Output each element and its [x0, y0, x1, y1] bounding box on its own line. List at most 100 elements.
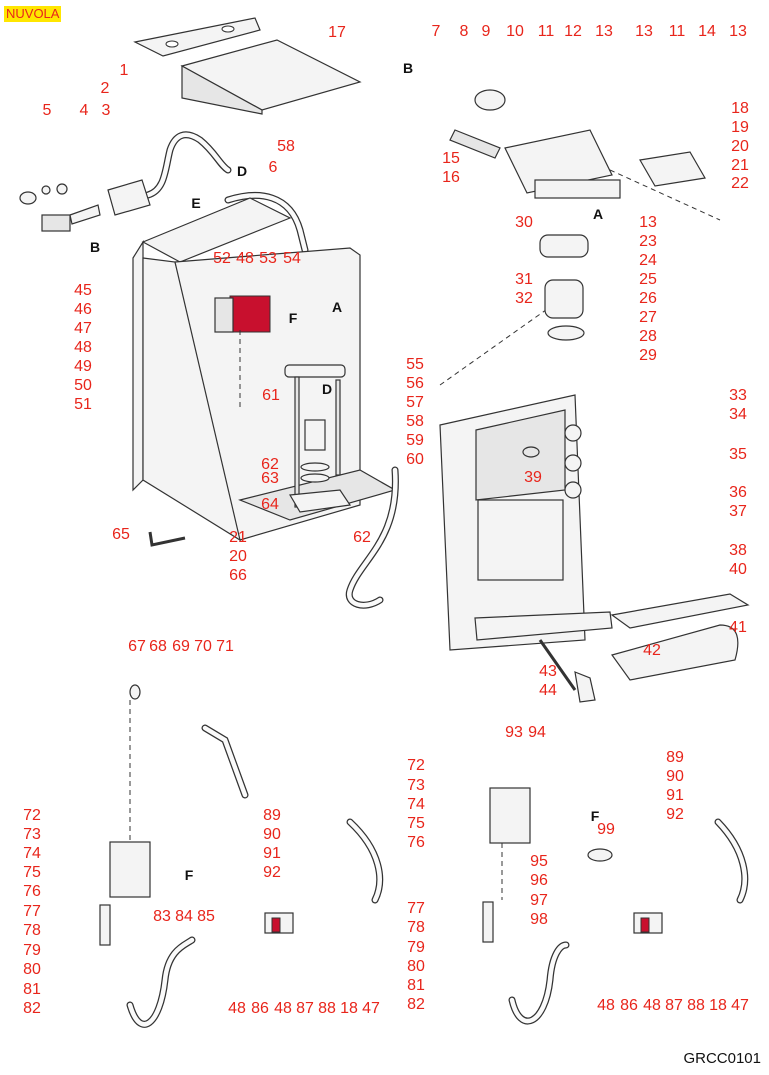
boiler-column-assembly [284, 364, 399, 609]
part-callout-56: 56 [406, 375, 424, 392]
part-callout-37: 37 [729, 503, 747, 520]
part-callout-88: 88 [318, 1000, 336, 1017]
part-callout-48: 48 [274, 1000, 292, 1017]
part-callout-76: 76 [23, 883, 41, 900]
flow-arrow-label-d: D [236, 163, 248, 179]
part-callout-43: 43 [539, 663, 557, 680]
part-callout-86: 86 [251, 1000, 269, 1017]
steam-wand-assembly-left [99, 684, 384, 1028]
part-callout-6: 6 [268, 159, 278, 176]
flow-arrow-label-b: B [402, 60, 414, 76]
flow-arrow-label-a: A [592, 206, 604, 222]
part-callout-64: 64 [261, 496, 279, 513]
part-callout-18: 18 [709, 997, 727, 1014]
part-callout-72: 72 [407, 757, 425, 774]
part-callout-25: 25 [639, 271, 657, 288]
part-callout-66: 66 [229, 567, 247, 584]
part-callout-60: 60 [406, 451, 424, 468]
front-panel [439, 394, 750, 703]
part-callout-53: 53 [259, 250, 277, 267]
part-callout-89: 89 [666, 749, 684, 766]
part-callout-77: 77 [407, 900, 425, 917]
part-callout-30: 30 [515, 214, 533, 231]
part-callout-45: 45 [74, 282, 92, 299]
part-callout-98: 98 [530, 911, 548, 928]
part-callout-52: 52 [213, 250, 231, 267]
steam-valve-block [19, 179, 151, 232]
part-callout-72: 72 [23, 807, 41, 824]
part-callout-5: 5 [42, 102, 52, 119]
part-callout-96: 96 [530, 872, 548, 889]
part-callout-38: 38 [729, 542, 747, 559]
flow-arrow-label-e: E [191, 195, 201, 211]
part-callout-90: 90 [263, 826, 281, 843]
part-callout-79: 79 [407, 939, 425, 956]
part-callout-92: 92 [263, 864, 281, 881]
part-callout-79: 79 [23, 942, 41, 959]
part-callout-41: 41 [729, 619, 747, 636]
part-callout-13: 13 [595, 23, 613, 40]
part-callout-9: 9 [481, 23, 491, 40]
part-callout-57: 57 [406, 394, 424, 411]
part-callout-46: 46 [74, 301, 92, 318]
part-callout-87: 87 [296, 1000, 314, 1017]
part-callout-94: 94 [528, 724, 546, 741]
part-callout-78: 78 [23, 922, 41, 939]
part-callout-91: 91 [263, 845, 281, 862]
part-callout-40: 40 [729, 561, 747, 578]
part-callout-73: 73 [407, 777, 425, 794]
part-callout-8: 8 [459, 23, 469, 40]
part-callout-58: 58 [406, 413, 424, 430]
part-callout-89: 89 [263, 807, 281, 824]
part-callout-91: 91 [666, 787, 684, 804]
part-callout-34: 34 [729, 406, 747, 423]
part-callout-54: 54 [283, 250, 301, 267]
part-callout-47: 47 [362, 1000, 380, 1017]
part-callout-62: 62 [353, 529, 371, 546]
part-callout-36: 36 [729, 484, 747, 501]
part-callout-49: 49 [74, 358, 92, 375]
part-callout-82: 82 [407, 996, 425, 1013]
part-callout-19: 19 [731, 119, 749, 136]
part-callout-32: 32 [515, 290, 533, 307]
part-callout-13: 13 [639, 214, 657, 231]
part-callout-97: 97 [530, 892, 548, 909]
part-callout-80: 80 [407, 958, 425, 975]
part-callout-11: 11 [537, 23, 555, 40]
part-callout-86: 86 [620, 997, 638, 1014]
part-callout-17: 17 [328, 24, 346, 41]
part-callout-15: 15 [442, 150, 460, 167]
top-cover-part [180, 39, 362, 115]
steam-wand-assembly-right [482, 787, 749, 1025]
part-callout-58: 58 [277, 138, 295, 155]
part-callout-10: 10 [506, 23, 524, 40]
flow-arrow-label-f: F [590, 808, 600, 824]
part-callout-27: 27 [639, 309, 657, 326]
model-name-tag: NUVOLA [4, 6, 62, 22]
part-callout-18: 18 [731, 100, 749, 117]
flow-arrow-label-d: D [321, 381, 333, 397]
part-callout-90: 90 [666, 768, 684, 785]
part-callout-13: 13 [635, 23, 653, 40]
part-callout-21: 21 [229, 529, 247, 546]
part-callout-81: 81 [407, 977, 425, 994]
part-callout-81: 81 [23, 981, 41, 998]
part-callout-42: 42 [643, 642, 661, 659]
part-callout-20: 20 [731, 138, 749, 155]
part-callout-77: 77 [23, 903, 41, 920]
part-callout-47: 47 [731, 997, 749, 1014]
part-callout-67: 67 [128, 638, 146, 655]
part-callout-68: 68 [149, 638, 167, 655]
part-callout-31: 31 [515, 271, 533, 288]
part-callout-70: 70 [194, 638, 212, 655]
part-callout-73: 73 [23, 826, 41, 843]
part-callout-14: 14 [698, 23, 716, 40]
part-callout-21: 21 [731, 157, 749, 174]
part-callout-75: 75 [407, 815, 425, 832]
part-callout-82: 82 [23, 1000, 41, 1017]
part-callout-24: 24 [639, 252, 657, 269]
flow-arrow-label-f: F [184, 867, 194, 883]
part-callout-7: 7 [431, 23, 441, 40]
part-callout-18: 18 [340, 1000, 358, 1017]
